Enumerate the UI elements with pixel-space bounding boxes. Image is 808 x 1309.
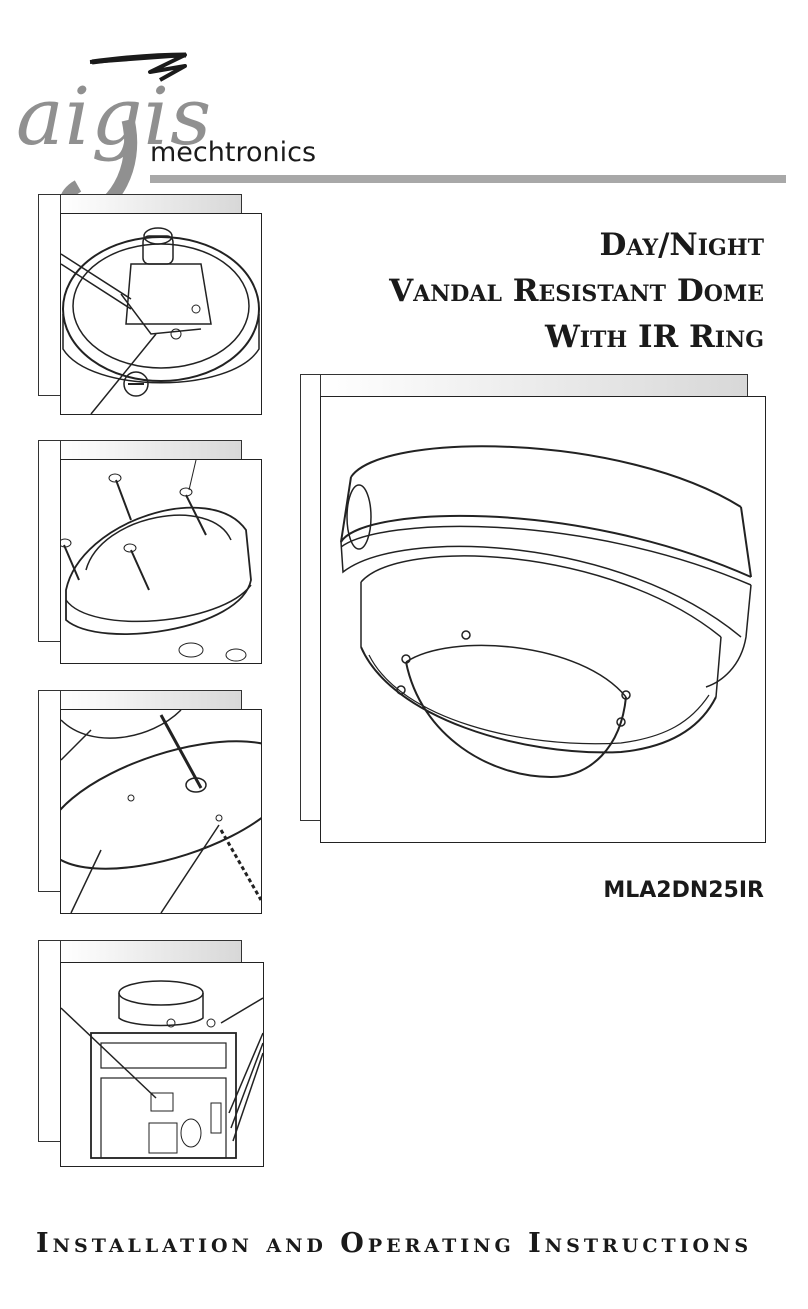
thumbnail-dome-screws bbox=[38, 440, 264, 664]
thumbnail-mounting-plate bbox=[38, 690, 264, 914]
model-number: MLA2DN25IR bbox=[603, 878, 764, 903]
title-line-1: Day/Night bbox=[599, 227, 764, 263]
document-footer-title: Installation and Operating Instructions bbox=[36, 1228, 753, 1259]
title-line-2: Vandal Resistant Dome bbox=[389, 273, 764, 309]
title-line-3: With IR Ring bbox=[544, 319, 764, 355]
circuit-board-illustration bbox=[61, 980, 263, 1159]
thumbnail-circuit-board bbox=[38, 940, 266, 1168]
camera-module-illustration bbox=[61, 227, 260, 414]
main-product-illustration bbox=[300, 374, 768, 844]
mounting-plate-illustration bbox=[61, 710, 261, 913]
dome-screws-illustration bbox=[61, 460, 252, 662]
logo-brand-text: aigis bbox=[16, 70, 213, 163]
thumbnail-camera-module bbox=[38, 194, 264, 416]
logo-sub-text: mechtronics bbox=[150, 137, 317, 168]
dome-camera-illustration bbox=[340, 445, 752, 779]
product-title: Day/Night Vandal Resistant Dome With IR … bbox=[389, 222, 764, 360]
